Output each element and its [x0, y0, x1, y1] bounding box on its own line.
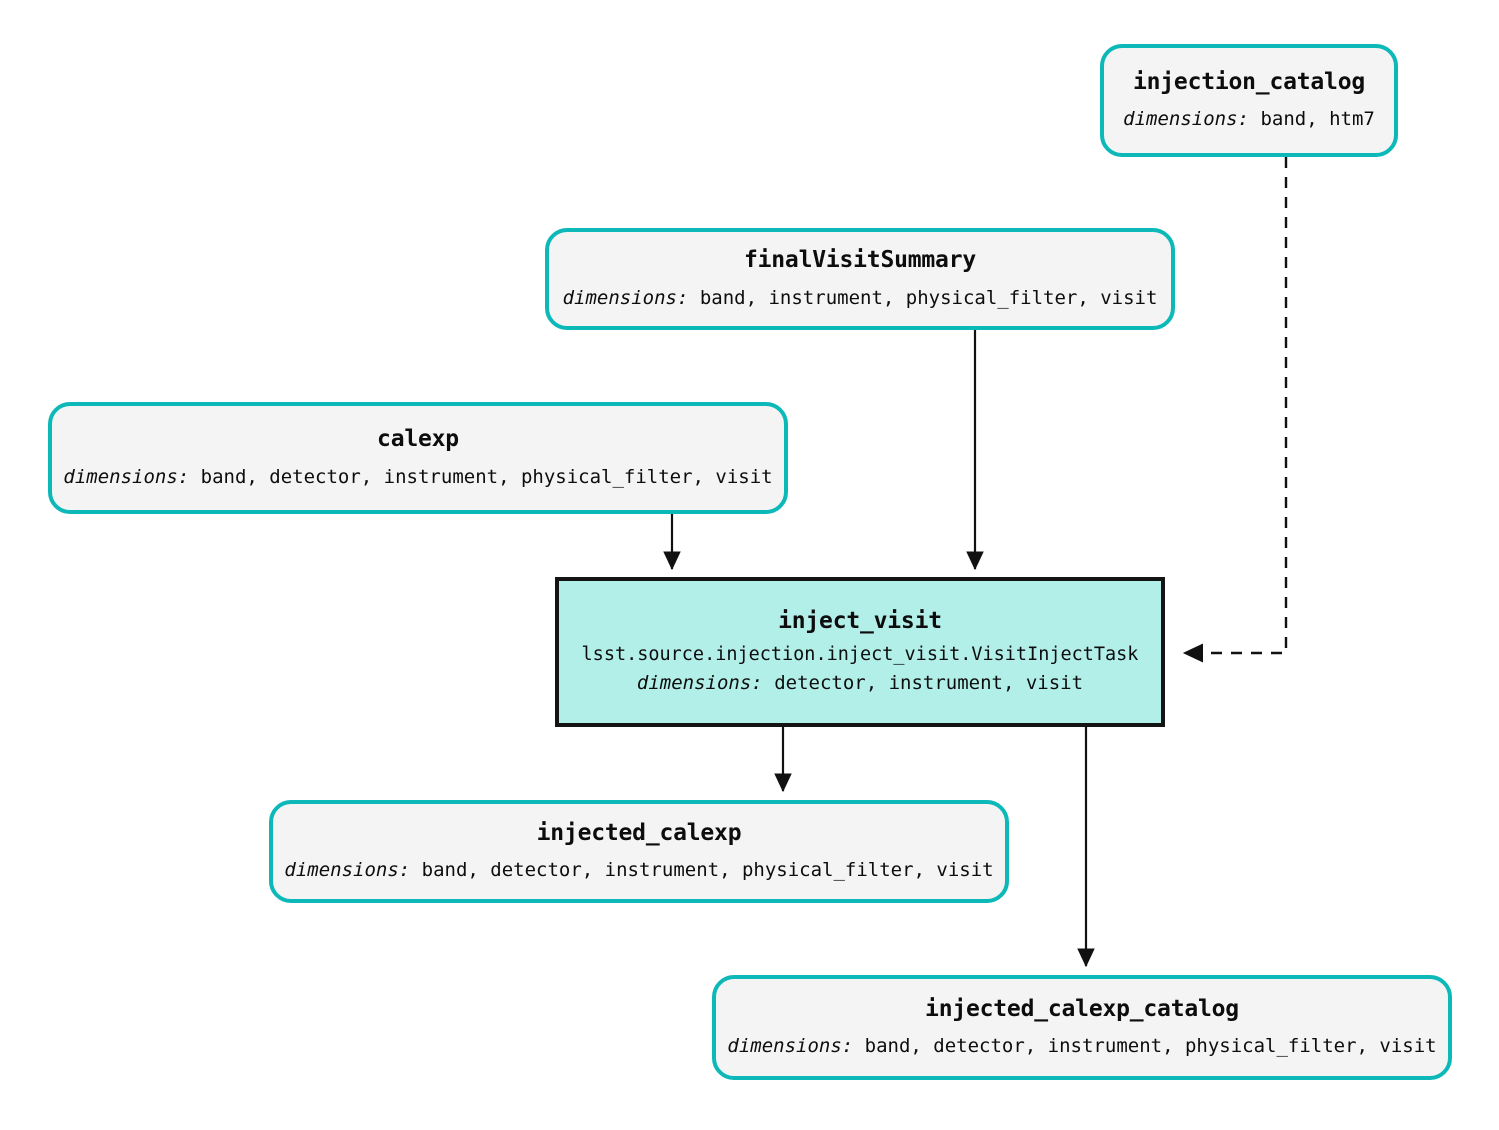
- dimensions-values: band, detector, instrument, physical_fil…: [410, 859, 994, 882]
- node-title: finalVisitSummary: [743, 247, 976, 274]
- dimensions-values: band, detector, instrument, physical_fil…: [189, 465, 773, 488]
- edge-injection-catalog-to-inject-visit: [1182, 157, 1288, 663]
- node-title: calexp: [377, 426, 459, 453]
- node-inject-visit[interactable]: inject_visit lsst.source.injection.injec…: [555, 577, 1165, 727]
- dimensions-label: dimensions:: [284, 859, 411, 882]
- dimensions-label: dimensions:: [562, 286, 689, 309]
- dimensions-values: band, detector, instrument, physical_fil…: [853, 1035, 1437, 1058]
- dimensions-values: band, instrument, physical_filter, visit: [688, 286, 1158, 309]
- node-calexp[interactable]: calexp dimensions: band, detector, instr…: [48, 402, 788, 514]
- node-injection-catalog[interactable]: injection_catalog dimensions: band, htm7: [1100, 44, 1398, 157]
- node-title: inject_visit: [778, 607, 942, 634]
- node-dimensions: dimensions: band, detector, instrument, …: [63, 465, 773, 489]
- node-dimensions: dimensions: band, detector, instrument, …: [284, 859, 994, 882]
- node-injected-calexp[interactable]: injected_calexp dimensions: band, detect…: [269, 800, 1009, 903]
- dimensions-values: detector, instrument, visit: [762, 672, 1084, 695]
- node-injected-calexp-catalog[interactable]: injected_calexp_catalog dimensions: band…: [712, 975, 1452, 1080]
- node-title: injection_catalog: [1132, 68, 1365, 95]
- dimensions-label: dimensions:: [636, 672, 763, 695]
- node-task-class: lsst.source.injection.inject_visit.Visit…: [581, 644, 1139, 666]
- dimensions-label: dimensions:: [63, 465, 190, 488]
- dimensions-label: dimensions:: [1123, 108, 1249, 131]
- node-title: injected_calexp_catalog: [925, 995, 1239, 1022]
- dimensions-label: dimensions:: [727, 1035, 854, 1058]
- node-finalvisitsummary[interactable]: finalVisitSummary dimensions: band, inst…: [545, 228, 1175, 330]
- node-title: injected_calexp: [536, 819, 742, 846]
- node-dimensions: dimensions: detector, instrument, visit: [636, 672, 1084, 695]
- node-dimensions: dimensions: band, instrument, physical_f…: [562, 286, 1158, 310]
- dimensions-values: band, htm7: [1249, 108, 1375, 131]
- node-dimensions: dimensions: band, htm7: [1123, 108, 1375, 131]
- node-dimensions: dimensions: band, detector, instrument, …: [727, 1035, 1437, 1058]
